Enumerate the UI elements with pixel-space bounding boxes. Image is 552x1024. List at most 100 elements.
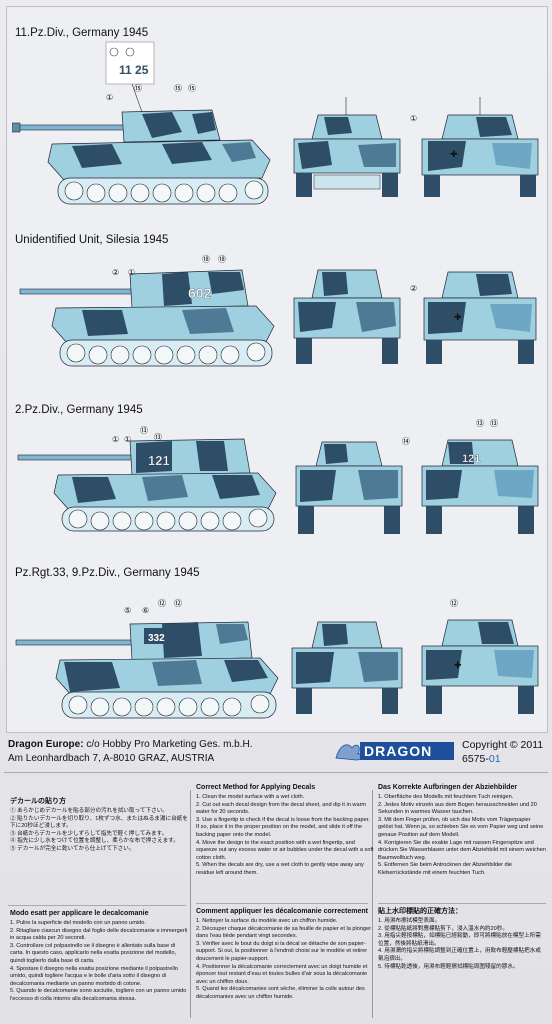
divider: [4, 772, 548, 773]
decal-preview-box: [105, 41, 155, 85]
callout-number: ②: [410, 284, 418, 293]
callout-number: ⑤: [124, 606, 132, 615]
instruction-line: ④ 指先に少し水をつけて位置を調整し、柔らかな布で押さえます。: [10, 838, 179, 845]
svg-text:✚: ✚: [454, 661, 462, 671]
callout-number: ①: [106, 93, 114, 102]
variant-title: Unidentified Unit, Silesia 1945: [15, 234, 169, 246]
divider: [196, 903, 368, 904]
section-title: Comment appliquer les décalcomanie corre…: [196, 908, 368, 915]
callout-number: ⑬: [154, 433, 162, 442]
tank-side-profile: 602: [19, 269, 275, 367]
company-name: Dragon Europe:: [8, 739, 84, 750]
instruction-line: 1. Oberfläche des Modells mit feuchtem T…: [378, 794, 514, 800]
turret-number-decal: 11 25: [119, 63, 149, 77]
section-title: Correct Method for Applying Decals: [196, 784, 316, 791]
callout-number: ⑱: [202, 255, 210, 264]
tank-rear-view: 121: [421, 439, 539, 534]
instruction-line: 4. Spostare il disegno nella esatta posi…: [10, 965, 178, 987]
callout-number: ⑮: [174, 84, 182, 93]
instruction-line: 3. Use a fingertip to check if the decal…: [196, 816, 370, 838]
variant-title: 2.Pz.Div., Germany 1945: [15, 404, 143, 416]
divider: [372, 790, 373, 1018]
instructions-chinese: 貼上水印標貼的正確方法： 1. 用濕布擦拭模型表面。 2. 從標貼貼紙將對應標貼…: [378, 906, 546, 1020]
instruction-line: 2. Cut out each decal design from the de…: [196, 801, 367, 816]
tank-rear-view: ✚: [421, 97, 539, 197]
callout-number: ⑮: [188, 84, 196, 93]
dragon-logo: DRAGON: [335, 742, 454, 761]
instruction-line: 3. 用指尖輕按標貼，如標貼已經鬆動，即可將標貼放在模型上所需位置，然後將貼紙滑…: [378, 933, 541, 947]
callout-number: ⑬: [140, 426, 148, 435]
variant-title: Pz.Rgt.33, 9.Pz.Div., Germany 1945: [15, 567, 200, 579]
turret-number-decal: 602: [188, 285, 212, 301]
section-title: デカールの貼り方: [10, 798, 66, 805]
callout-number: ⑬: [476, 419, 484, 428]
turret-number-decal: 121: [462, 453, 480, 465]
instruction-line: 1. Nettoyer la surface du modèle avec un…: [196, 918, 338, 924]
instruction-line: 4. Korrigieren Sie die exakte Lage mit n…: [378, 839, 546, 861]
instruction-line: 3. Vérifier avec le bout du doigt si la …: [196, 940, 368, 962]
product-code-suffix: 01: [488, 753, 501, 765]
instruction-line: 2. 從標貼貼紙將對應標貼剪下，浸入溫水內約20秒。: [378, 925, 508, 932]
callout-number: ⑭: [402, 437, 410, 446]
logo-text: DRAGON: [364, 743, 432, 759]
variant-title: 11.Pz.Div., Germany 1945: [15, 27, 149, 39]
divider: [8, 905, 186, 906]
instruction-line: 1. Clean the model surface with a wet cl…: [196, 794, 305, 800]
copyright-text: Copyright © 2011: [462, 739, 544, 751]
callout-number: ⑱: [218, 255, 226, 264]
tank-side-profile: 121: [17, 438, 277, 532]
instruction-line: 5. Quand les décalcomanies sont sèche, é…: [196, 986, 365, 1000]
section-title: 貼上水印標貼的正確方法：: [378, 908, 462, 915]
instruction-line: 4. 用濕潤的指尖將標貼調整到正確位置上，用軟布輕壓標貼把水或氣泡擠出。: [378, 948, 541, 962]
instruction-line: ② 貼りたいデカールを切り取り、1枚ずつ水、またはぬるま湯に台紙を下に20秒ほど…: [10, 815, 188, 830]
product-code: 6575-: [462, 753, 489, 765]
instruction-line: 1. Pulire la superficie del modello con …: [10, 920, 146, 926]
turret-number-decal: 332: [148, 633, 165, 644]
svg-text:✚: ✚: [454, 313, 462, 323]
instruction-line: 5. 待標貼乾透後，用濕布輕輕擦拭標貼周圍殘留的膠水。: [378, 963, 519, 970]
instruction-line: 3. Controllare col polpastrello se il di…: [10, 942, 177, 964]
instructions-german: Das Korrekte Aufbringen der Abziehbilder…: [378, 782, 546, 900]
instruction-line: 4. Positionner la décalcomanie correctem…: [196, 963, 368, 985]
instruction-line: 4. Move the design to the exact position…: [196, 839, 374, 861]
callout-number: ⑫: [158, 599, 166, 608]
tank-side-profile: 11 25: [12, 41, 271, 205]
callout-number: ①: [128, 268, 136, 277]
instruction-line: 1. 用濕布擦拭模型表面。: [378, 918, 441, 924]
company-address: Am Leonhardbach 7, A-8010 GRAZ, AUSTRIA: [8, 753, 215, 764]
company-detail: c/o Hobby Pro Marketing Ges. m.b.H.: [83, 739, 253, 750]
tank-front-view: [293, 269, 401, 364]
callout-number: ⑥: [142, 606, 150, 615]
callout-number: ②: [112, 268, 120, 277]
instructions-french: Comment appliquer les décalcomanie corre…: [196, 906, 374, 1020]
instructions-italian: Modo esatt per applicare le decalcomanie…: [10, 908, 188, 1020]
instruction-line: ① あらかじめデカールを貼る部分の汚れを拭い取って下さい。: [10, 808, 168, 814]
instructions-english: Correct Method for Applying Decals 1. Cl…: [196, 782, 374, 900]
tank-rear-view: ✚: [421, 619, 539, 714]
callout-number: ⑬: [490, 419, 498, 428]
instructions-japanese: デカールの貼り方 ① あらかじめデカールを貼る部分の汚れを拭い取って下さい。 ②…: [10, 796, 188, 902]
divider: [378, 903, 546, 904]
callout-number: ①: [124, 435, 132, 444]
tank-front-view: [291, 621, 403, 714]
section-title: Modo esatt per applicare le decalcomanie: [10, 910, 149, 917]
publisher-address: Dragon Europe: c/o Hobby Pro Marketing G…: [8, 738, 253, 766]
tank-rear-view: ✚: [423, 271, 537, 364]
callout-number: ⑫: [174, 599, 182, 608]
callout-number: ⑮: [134, 84, 142, 93]
copyright-block: Copyright © 2011 6575-01: [462, 738, 543, 766]
callout-number: ⑫: [450, 599, 458, 608]
instruction-line: 5. Entfernen Sie beim Antrocknen der Abz…: [378, 862, 513, 876]
instruction-line: ③ 台紙からデカールを少しずらして指先で軽く押してみます。: [10, 830, 168, 837]
instruction-line: 5. Quando le decalcomanie sono asciutte,…: [10, 988, 187, 1002]
tank-front-view: [295, 441, 403, 534]
divider: [190, 790, 191, 1018]
turret-number-decal: 121: [148, 453, 170, 468]
callout-number: ①: [112, 435, 120, 444]
instruction-line: 2. Ritagliare ciascun disegno dal foglio…: [10, 927, 188, 942]
callout-number: ①: [410, 114, 418, 123]
tank-front-view: [293, 97, 401, 197]
instruction-line: 2. Découper chaque décalcomanie de sa fe…: [196, 925, 372, 940]
instruction-line: ⑤ デカールが完全に乾いてから仕上げて下さい。: [10, 845, 135, 852]
